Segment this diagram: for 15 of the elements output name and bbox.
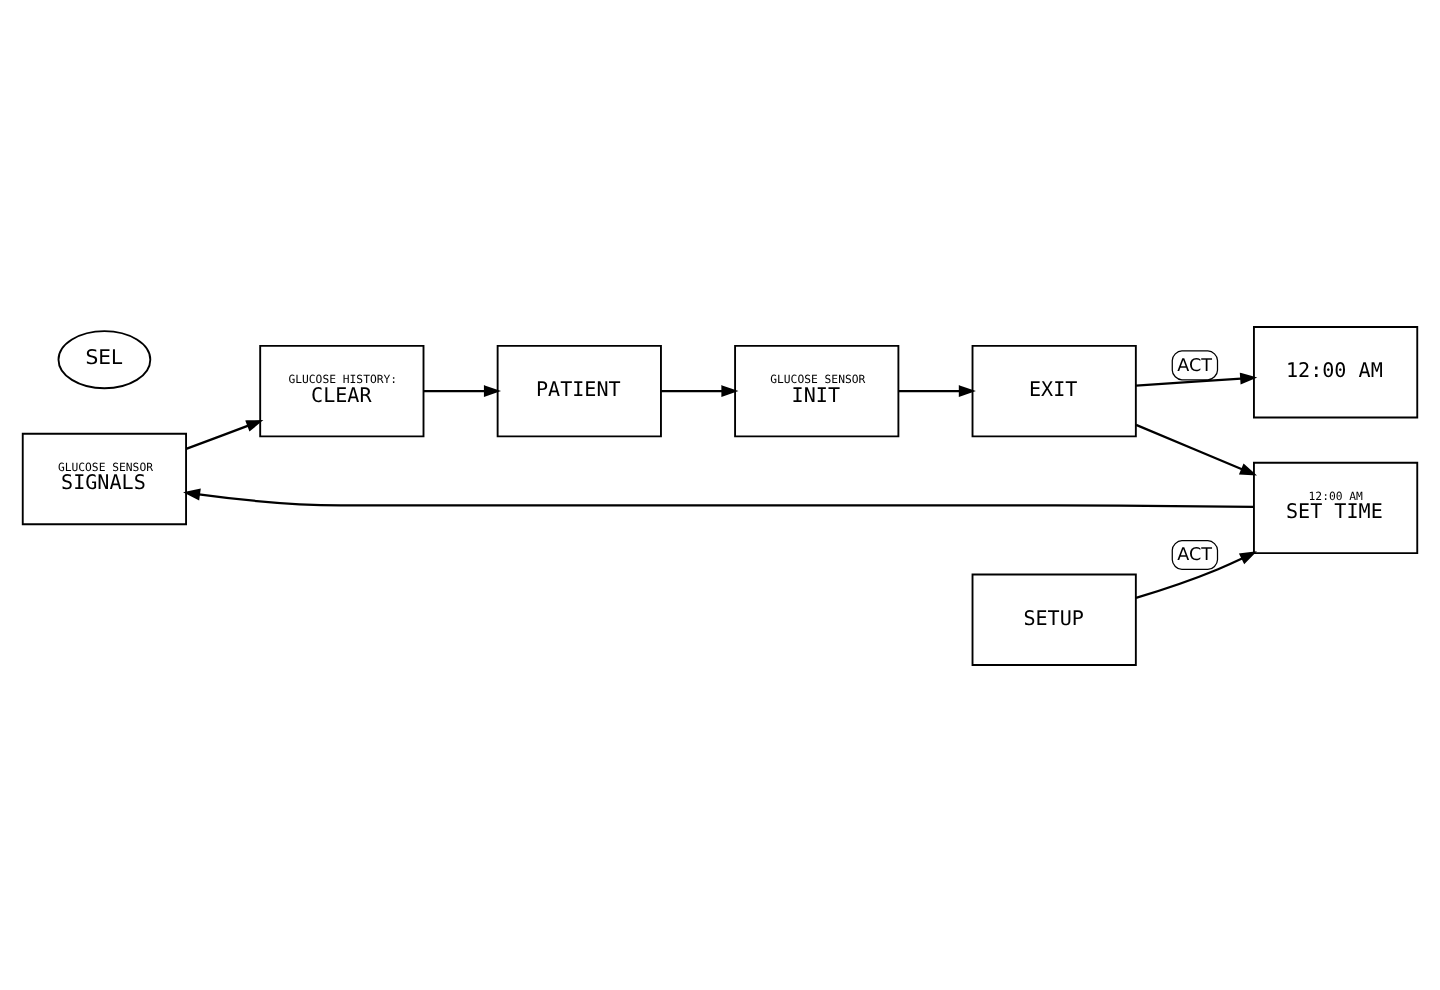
arrow xyxy=(661,384,739,397)
arrow xyxy=(423,384,502,397)
arrow xyxy=(898,384,976,397)
node-ellipse: SEL xyxy=(57,329,152,389)
node-box: 12:00 AM xyxy=(1253,325,1419,418)
arrow xyxy=(1136,371,1258,386)
arrow xyxy=(185,419,264,449)
arrow xyxy=(1135,422,1257,475)
node-box: SETUP xyxy=(971,572,1137,665)
edge-label: ACT xyxy=(1177,545,1213,566)
node-box: EXIT xyxy=(971,343,1137,437)
arrow xyxy=(183,487,1254,507)
arrow xyxy=(1135,550,1257,599)
edge-label: ACT xyxy=(1177,355,1213,376)
node-box: PATIENT xyxy=(496,343,662,437)
